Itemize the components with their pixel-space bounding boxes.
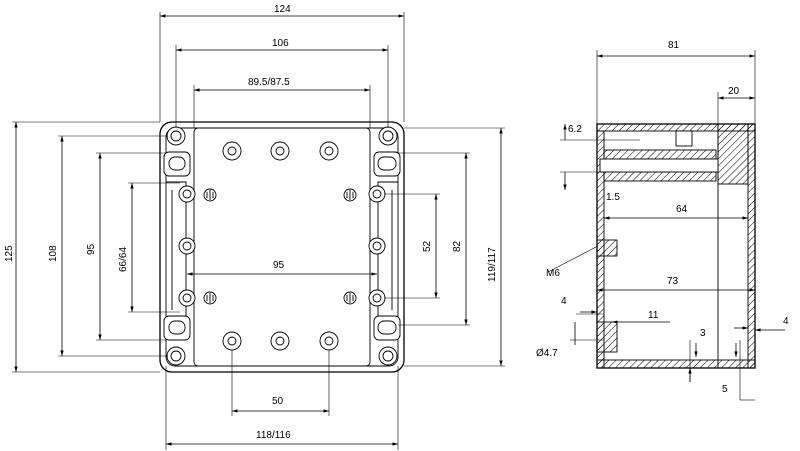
dim-inner-vertical: 82 [452, 240, 463, 252]
dim-thread: M6 [546, 268, 560, 279]
dim-boss-spacing-h: 95 [273, 260, 285, 271]
dim-hole: Ø4.7 [536, 348, 558, 359]
dim-inner-boss-height: 66/64 [118, 247, 129, 272]
dim-bottom-5: 5 [722, 384, 728, 395]
dim-inner-full: 73 [667, 276, 679, 287]
dim-step: 1.5 [606, 192, 620, 203]
dim-bottom-spacing: 50 [272, 396, 284, 407]
front-view: 124 106 89.5/87.5 125 108 95 66/64 95 52… [4, 4, 505, 450]
section-hatching [596, 123, 756, 369]
dim-inner-depth: 64 [676, 204, 688, 215]
dim-wall: 6.2 [568, 124, 582, 135]
dim-left-4: 4 [561, 296, 567, 307]
boss-icon [178, 141, 386, 351]
dim-depth: 81 [668, 40, 680, 51]
dim-boss-spacing-v: 52 [422, 240, 433, 252]
dim-overall-width: 124 [274, 4, 291, 15]
side-section-outline [596, 123, 756, 369]
dim-right-4: 4 [783, 316, 789, 327]
dim-bottom-width: 118/116 [256, 430, 291, 441]
dim-offset: 11 [648, 310, 659, 321]
corner-screw-icon [166, 126, 398, 366]
ground-terminal-icon [203, 188, 357, 305]
side-view: 81 20 6.2 1.5 64 M6 73 4 11 4 3 Ø4.7 5 [536, 40, 789, 401]
dim-cutout-width: 89.5/87.5 [248, 77, 290, 88]
inner-cavity [193, 127, 371, 367]
dim-lid: 20 [728, 86, 740, 97]
dim-floor: 3 [700, 328, 706, 339]
enclosure-flange [165, 127, 399, 367]
dim-side-height: 119/117 [487, 247, 498, 282]
dim-overall-height: 125 [4, 245, 15, 262]
dim-inner-hole-spacing: 106 [272, 38, 289, 49]
dim-hole-height: 108 [48, 245, 59, 262]
dim-inner-height: 95 [86, 243, 97, 255]
slot-hole-icon [163, 151, 401, 341]
enclosure-outline [159, 121, 405, 373]
